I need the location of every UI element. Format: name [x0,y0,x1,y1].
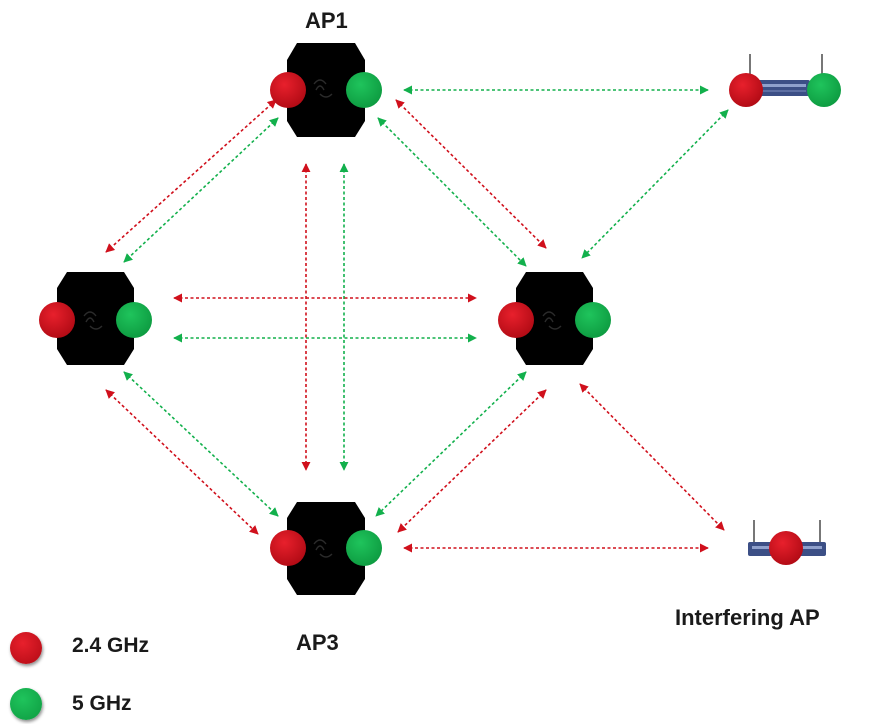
link-right-interfering-24ghz [579,383,725,531]
ap-body [516,272,593,365]
radio-5ghz [575,302,611,338]
radio-24ghz [729,73,763,107]
ap-node-ap1 [270,43,382,137]
radio-24ghz [270,530,306,566]
legend-24ghz-label: 2.4 GHz [72,634,150,657]
link-ap1-left-5ghz [123,117,279,263]
interfering-ap-label: Interfering AP [675,605,820,630]
legend-5ghz-label: 5 GHz [72,692,132,715]
links [105,85,729,553]
ap1-label: AP1 [305,8,348,33]
ap-node-right [498,272,611,365]
ap-logo [542,311,562,330]
radio-5ghz [346,72,382,108]
router-body [758,80,810,96]
ap-logo [83,311,103,330]
legend-24ghz-swatch [10,632,42,664]
interfering-ap-router [748,520,826,565]
link-right-ap3-5ghz [375,371,527,517]
radio-24ghz [498,302,534,338]
link-left-ap3-5ghz [123,371,279,517]
interferer-top-router [729,54,841,107]
link-left-ap3-24ghz [105,389,259,535]
radio-5ghz [346,530,382,566]
ap-logo [313,79,333,98]
ap3-label: AP3 [296,630,339,655]
link-ap1-right-5ghz [377,117,527,267]
radio-24ghz [270,72,306,108]
ap-body [57,272,134,365]
radio-5ghz [807,73,841,107]
ap-node-left [39,272,152,365]
ap-node-ap3 [270,502,382,595]
ap-body [287,502,365,595]
radio-24ghz [769,531,803,565]
link-right-interferer-5ghz [581,109,729,259]
radio-24ghz [39,302,75,338]
link-ap1-right-24ghz [395,99,547,249]
ap-logo [313,539,333,558]
legend-5ghz-swatch [10,688,42,720]
ap-body [287,43,365,137]
radio-5ghz [116,302,152,338]
link-right-ap3-24ghz [397,389,547,533]
link-ap1-left-24ghz [105,99,277,253]
